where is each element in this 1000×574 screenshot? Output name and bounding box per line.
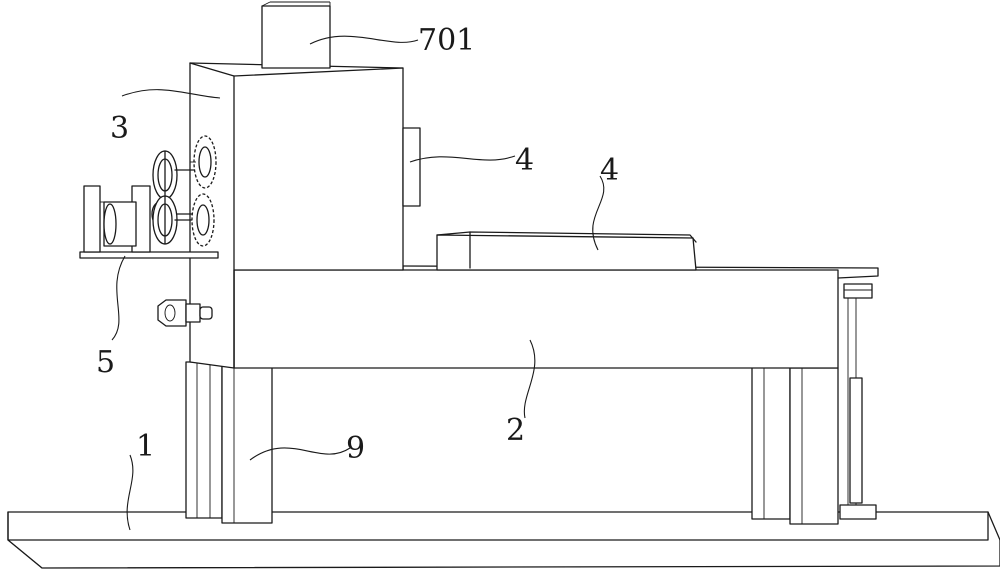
- hydraulic-rod: [840, 284, 876, 519]
- table-body: [234, 266, 878, 368]
- label-base-plate: 1: [136, 429, 155, 464]
- label-column-housing: 3: [110, 111, 129, 146]
- label-side-block: 4: [515, 143, 534, 178]
- label-gear-mount: 5: [96, 345, 115, 380]
- label-table-body: 2: [506, 413, 525, 448]
- base-plate: [8, 512, 1000, 568]
- label-top-motor: 701: [418, 23, 475, 58]
- label-work-block: 4: [600, 153, 619, 188]
- top-motor: [262, 2, 330, 68]
- work-block: [437, 232, 696, 270]
- label-support-leg: 9: [346, 431, 365, 466]
- side-block: [403, 128, 420, 206]
